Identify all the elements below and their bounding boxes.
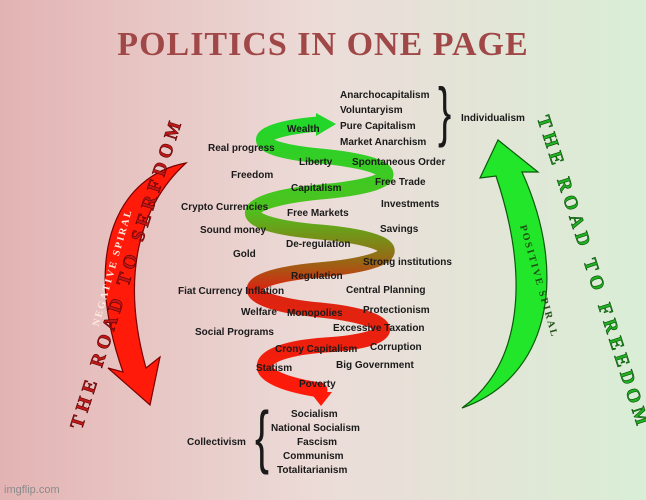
term-regulation: Regulation xyxy=(291,271,343,282)
term-investments: Investments xyxy=(381,199,440,210)
term-savings: Savings xyxy=(380,224,419,235)
term-liberty: Liberty xyxy=(299,157,333,168)
central-spiral xyxy=(245,113,395,406)
top-item-pure-capitalism: Pure Capitalism xyxy=(340,121,416,132)
term-poverty: Poverty xyxy=(299,379,336,390)
watermark: imgflip.com xyxy=(4,484,60,496)
term-capitalism: Capitalism xyxy=(291,183,342,194)
term-central-planning: Central Planning xyxy=(346,285,426,296)
term-statism: Statism xyxy=(256,363,293,374)
collectivism-label: Collectivism xyxy=(187,437,246,448)
term-sound-money: Sound money xyxy=(200,225,267,236)
spiral-band xyxy=(245,116,395,398)
term-fiat-currency-inflation: Fiat Currency Inflation xyxy=(178,286,285,297)
bottom-item-communism: Communism xyxy=(283,451,344,462)
term-spontaneous-order: Spontaneous Order xyxy=(352,157,446,168)
bottom-item-fascism: Fascism xyxy=(297,437,338,448)
negative-spiral-arrow xyxy=(104,162,188,407)
bottom-item-national-socialism: National Socialism xyxy=(271,423,360,434)
top-brace: } xyxy=(438,75,451,149)
top-item-anarchocapitalism: Anarchocapitalism xyxy=(340,90,430,101)
term-strong-institutions: Strong institutions xyxy=(363,257,452,268)
term-gold: Gold xyxy=(233,249,256,260)
term-real-progress: Real progress xyxy=(208,143,275,154)
negative-arrow-body xyxy=(104,162,188,407)
term-welfare: Welfare xyxy=(241,307,277,318)
term-protectionism: Protectionism xyxy=(363,305,430,316)
term-crony-capitalism: Crony Capitalism xyxy=(275,344,358,355)
term-big-government: Big Government xyxy=(336,360,414,371)
page-title: POLITICS IN ONE PAGE xyxy=(117,26,529,63)
bottom-brace: { xyxy=(255,398,269,476)
term-free-trade: Free Trade xyxy=(375,177,426,188)
bottom-item-totalitarianism: Totalitarianism xyxy=(277,465,348,476)
term-crypto-currencies: Crypto Currencies xyxy=(181,202,269,213)
term-monopolies: Monopolies xyxy=(287,308,343,319)
term-excessive-taxation: Excessive Taxation xyxy=(333,323,425,334)
individualism-label: Individualism xyxy=(461,113,525,124)
term-corruption: Corruption xyxy=(370,342,422,353)
positive-spiral-arrow xyxy=(461,139,548,409)
positive-arrow-body xyxy=(461,139,548,409)
bottom-item-socialism: Socialism xyxy=(291,409,338,420)
term-social-programs: Social Programs xyxy=(195,327,274,338)
term-free-markets: Free Markets xyxy=(287,208,349,219)
spiral-top-arrowhead xyxy=(316,113,336,136)
spiral-bottom-arrowhead xyxy=(310,392,332,406)
top-item-voluntaryism: Voluntaryism xyxy=(340,105,403,116)
term-freedom: Freedom xyxy=(231,170,274,181)
term-de-regulation: De-regulation xyxy=(286,239,351,250)
top-item-market-anarchism: Market Anarchism xyxy=(340,137,427,148)
term-wealth: Wealth xyxy=(287,124,320,135)
